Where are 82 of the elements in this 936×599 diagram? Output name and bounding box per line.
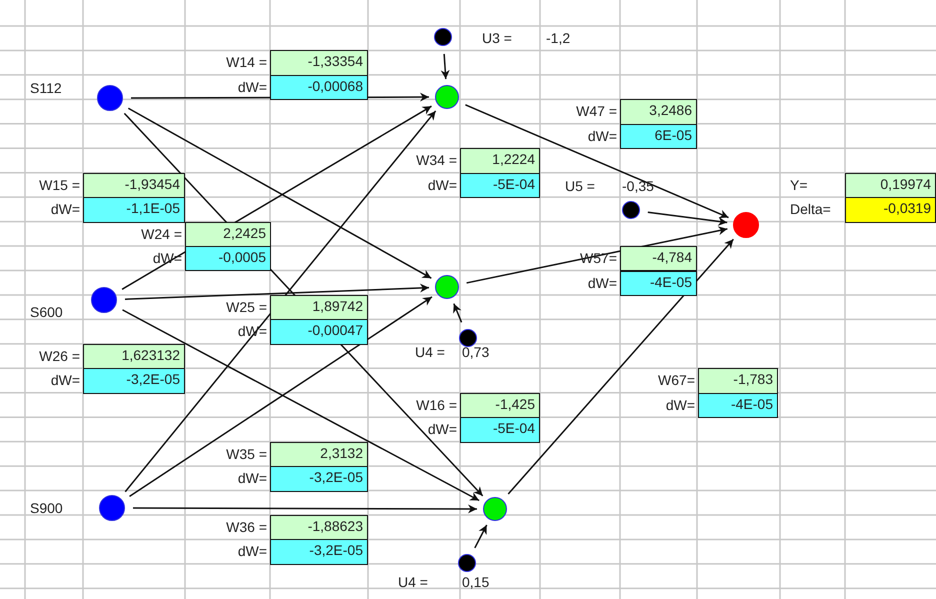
input-neuron [91,287,117,313]
arrow [466,226,728,284]
weight-value: -4,784 [620,246,697,272]
delta-value: -3,2E-05 [83,368,185,394]
weight-label: W36 = [226,518,267,537]
arrow [133,504,477,514]
delta-value: -3,2E-05 [270,466,368,492]
delta-value: -4E-05 [698,392,778,418]
weight-value: 2,2425 [185,222,271,248]
neuron-label: S900 [30,499,63,518]
arrow [129,296,432,498]
delta-value: -0,0319 [845,197,936,223]
weight-value: 1,89742 [270,294,368,320]
input-neuron [97,85,123,111]
delta-value: -0,00047 [270,319,368,345]
delta-value: -5E-04 [460,417,540,443]
weight-label: dW= [588,274,617,292]
delta-value: -5E-04 [460,172,540,198]
weight-value: -1,33354 [270,50,368,76]
weight-label: dW= [428,176,457,195]
weight-label: dW= [238,78,267,97]
delta-value: -0,0005 [185,246,271,272]
delta-value: -4E-05 [620,270,697,296]
arrow [648,211,728,226]
weight-value: -1,425 [460,392,540,418]
weight-label: Y= [790,176,808,195]
delta-value: -1,1E-05 [83,197,185,223]
neuron-label: 0,15 [462,573,490,592]
weight-value: 1,623132 [83,344,185,370]
neuron-label: S112 [30,79,62,98]
arrow [122,309,480,502]
weight-label: W14 = [226,53,267,72]
bias-neuron [434,28,452,46]
neuron-label: -0,35 [622,177,654,196]
neuron-label: -1,2 [546,29,570,48]
delta-value: -0,00068 [270,74,368,100]
weight-label: dW= [666,396,695,415]
weight-label: W15 = [39,176,80,195]
weight-label: dW= [50,371,80,390]
weight-value: 3,2486 [620,99,697,125]
neuron-label: 0,73 [462,343,490,362]
weight-label: dW= [238,542,267,562]
weight-value: -1,93454 [83,172,185,198]
weight-label: W25 = [226,298,267,317]
neuron-label: U4 = [398,573,428,592]
weight-value: -1,783 [698,368,778,394]
neuron-label: S600 [30,303,63,322]
arrow [465,104,729,218]
delta-value: 6E-05 [620,124,697,150]
arrow [124,284,430,300]
weight-label: W26 = [39,346,80,366]
arrow [440,54,450,80]
weight-label: W16 = [416,396,457,415]
bias-neuron [459,329,477,347]
hidden-neuron [483,497,507,521]
weight-label: dW= [588,126,617,146]
weight-value: 0,19974 [845,172,936,198]
weight-label: W67= [658,371,695,390]
delta-value: -3,2E-05 [270,539,368,565]
bias-neuron [622,201,640,219]
hidden-neuron [435,85,459,109]
weight-label: dW= [50,200,80,220]
weight-value: 1,2224 [460,148,540,174]
arrow [474,524,488,548]
weight-label: W34 = [416,151,457,170]
output-neuron [733,212,759,238]
neuron-label: U3 = [482,29,512,48]
hidden-neuron [435,275,459,299]
weight-label: Delta= [790,200,831,220]
weight-label: W35 = [226,444,267,464]
neuron-label: U4 = [415,343,445,362]
weight-label: dW= [238,469,267,488]
arrow [453,303,462,323]
bias-neuron [458,554,476,572]
weight-value: 2,3132 [270,442,368,468]
weight-label: W24 = [141,224,182,244]
input-neuron [99,495,125,521]
weight-label: W47 = [576,102,617,122]
weight-value: -1,88623 [270,515,368,540]
weight-label: dW= [428,420,457,440]
arrow [508,238,734,495]
neuron-label: U5 = [565,177,595,196]
